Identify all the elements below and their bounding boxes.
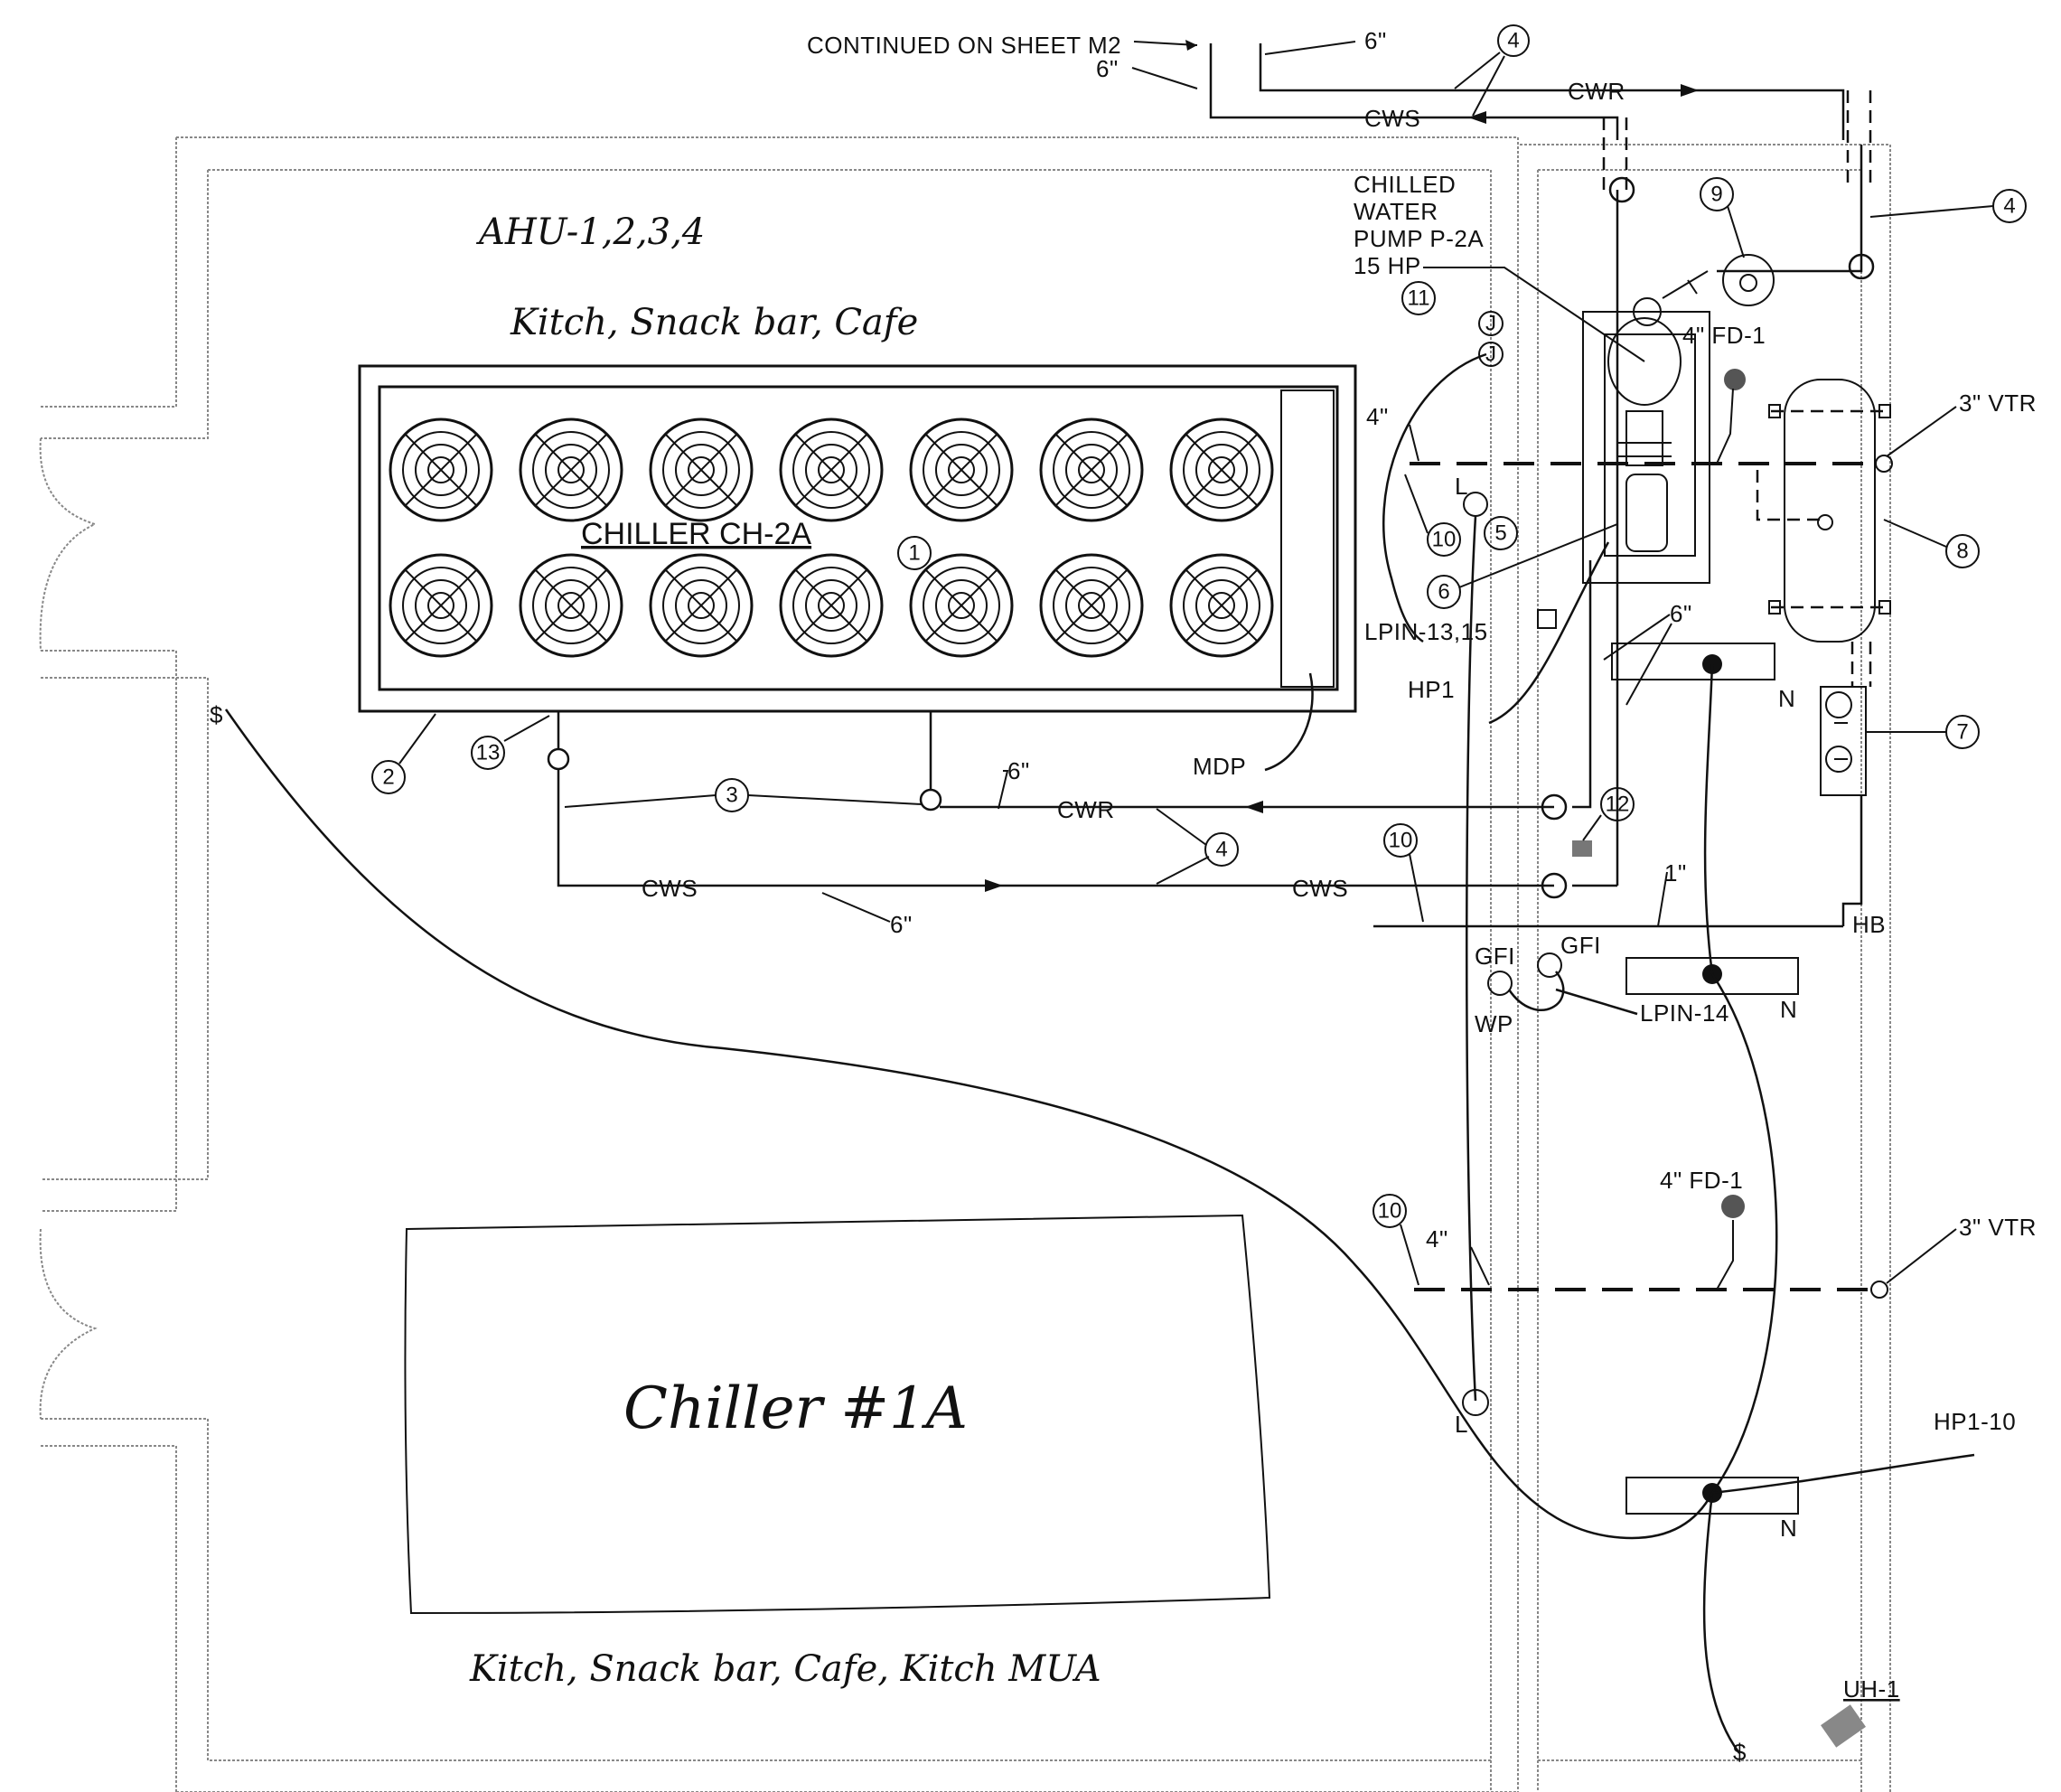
fan-icon [389,553,493,658]
fan-icon [909,553,1014,658]
svg-text:1: 1 [908,541,920,566]
cwr-label-low: CWR [1057,796,1115,823]
fan-icon [1039,553,1144,658]
sanitary-line-low: 4" FD-1 4" 3" VTR 10 [1372,1167,2037,1299]
switch-symbol-bottom: $ [1733,1739,1747,1766]
panel-n-3: N [1780,1515,1797,1542]
svg-text:4: 4 [1507,29,1519,53]
fan-icon [1169,418,1274,522]
svg-text:10: 10 [1378,1199,1402,1224]
pipe-size-6-cwr: 6" [1007,757,1030,784]
continued-on-sheet-m2: CONTINUED ON SHEET M2 [807,32,1121,59]
cws-label-low-left: CWS [642,875,698,902]
svg-text:J: J [1485,312,1496,336]
svg-text:11: 11 [1408,286,1430,311]
pipe-size-1: 1" [1664,859,1687,887]
svg-text:4: 4 [2003,194,2015,219]
fd1-label-low: 4" FD-1 [1660,1167,1743,1194]
chiller-piping: CWR CWS CWS 6" 6" 6" 3 4 13 2 [371,560,1692,938]
mdp-label: MDP [1193,753,1246,780]
svg-text:6: 6 [1438,580,1449,605]
svg-text:4: 4 [1215,838,1227,862]
cwr-label-top: CWR [1568,78,1625,105]
svg-text:3: 3 [726,783,737,808]
top-piping: CONTINUED ON SHEET M2 6" 6" CWR CWS 4 [807,24,1845,140]
panel-n-2: N [1780,996,1797,1023]
svg-text:2: 2 [382,765,394,790]
drain-line: 10 12 [1373,787,1843,928]
fan-icon [389,418,493,522]
pipe-size-4-low: 4" [1426,1225,1448,1253]
uh1-label: UH-1 [1843,1675,1900,1703]
cws-label-low-right: CWS [1292,875,1348,902]
gfi-label-1: GFI [1475,943,1515,970]
pipe-size-6-right: 6" [1670,600,1692,627]
light-l-top: L [1455,473,1468,500]
light-l-low: L [1455,1411,1468,1438]
fan-icon [649,553,754,658]
svg-text:10: 10 [1432,528,1457,552]
fd1-label-top: 4" FD-1 [1682,322,1766,349]
pipe-size-6-left: 6" [1096,55,1119,82]
chiller-ch2a: CHILLER CH-2A 1 [358,364,1357,713]
handwriting-top-line2: Kitch, Snack bar, Cafe [510,302,918,343]
fan-icon [1169,553,1274,658]
pipe-size-4-top: 4" [1366,403,1389,430]
vtr-label-low: 3" VTR [1959,1214,2037,1241]
wp-label: WP [1475,1010,1513,1037]
pump-label-line3: PUMP P-2A [1354,225,1484,252]
chiller-1a-handwritten: Chiller #1A [623,1375,968,1442]
svg-text:8: 8 [1956,539,1968,564]
pipe-size-6-right: 6" [1364,27,1387,54]
svg-text:9: 9 [1710,183,1722,207]
hose-bibb-label: HB [1852,911,1886,938]
pump-label-line1: CHILLED [1354,171,1456,198]
hp1-10-label: HP1-10 [1934,1408,2016,1435]
fan-icon [779,418,884,522]
fan-icon [519,418,623,522]
fan-icon [649,418,754,522]
expansion-tank: 4" FD-1 3" VTR 8 [1682,322,2037,643]
fan-icon [519,553,623,658]
switch-symbol-top: $ [210,701,223,728]
chiller-1a-sketch: Chiller #1A [404,1214,1271,1615]
svg-text:5: 5 [1494,521,1506,546]
fan-icon [909,418,1014,522]
handwriting-bottom: Kitch, Snack bar, Cafe, Kitch MUA [469,1648,1101,1690]
panel-n-1: N [1778,685,1795,712]
right-side-fittings: 7 HB 1" [1657,642,1980,938]
svg-text:10: 10 [1389,829,1413,853]
pipe-size-6-low: 6" [890,911,913,938]
pump-label-line2: WATER [1354,198,1438,225]
svg-text:13: 13 [476,741,501,765]
lpin-14-label: LPIN-14 [1640,999,1729,1027]
gfi-label-2: GFI [1560,932,1601,959]
electrical-wiring: N N N HP1-10 $ $ L L 5 10 6 11 J [210,281,2016,1766]
sanitary-line-top: 4" [1366,388,1893,473]
pump-p2a: CHILLED WATER PUMP P-2A 15 HP 9 [1354,171,1775,584]
svg-text:7: 7 [1956,720,1968,745]
svg-text:J: J [1485,342,1496,367]
hp1-label: HP1 [1408,676,1455,703]
cws-label-top: CWS [1364,105,1420,132]
vtr-label-top: 3" VTR [1959,389,2037,417]
chiller-ch2a-label: CHILLER CH-2A [581,517,811,551]
fan-icon [1039,418,1144,522]
svg-text:12: 12 [1606,793,1630,817]
pump-label-line4: 15 HP [1354,252,1421,279]
callout-4-top [1497,24,1530,57]
risers: 4 [1602,90,2027,886]
handwriting-notes: AHU-1,2,3,4 Kitch, Snack bar, Cafe Kitch… [469,211,1101,1690]
fan-icon [779,553,884,658]
handwriting-top-line1: AHU-1,2,3,4 [475,211,705,253]
lpin-13-15-label: LPIN-13,15 [1364,618,1488,645]
